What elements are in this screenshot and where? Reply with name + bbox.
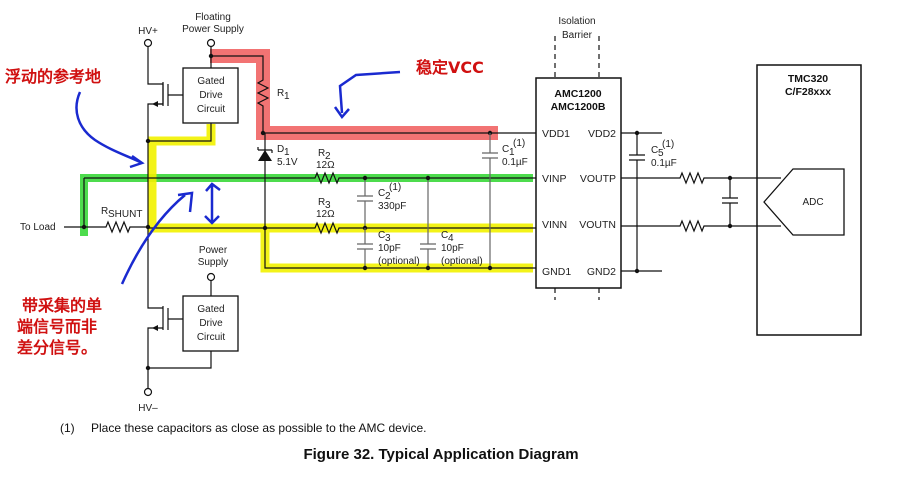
mcu-name-1: TMC320: [788, 73, 828, 85]
floating-supply-label-1: Floating: [195, 12, 231, 23]
gated-drive-circuit-bottom: Gated Drive Circuit: [182, 295, 239, 352]
rshunt-subscript: SHUNT: [108, 209, 142, 220]
pin-vinp: VINP: [542, 173, 567, 185]
rshunt-resistor: R SHUNT: [64, 206, 151, 234]
pin-gnd2: GND2: [587, 266, 616, 278]
drive-label: Drive: [199, 318, 223, 329]
c2-subscript: 2: [385, 191, 391, 202]
pin-voutn: VOUTN: [579, 219, 616, 231]
floating-supply-label-2: Power Supply: [182, 24, 244, 35]
r1-resistor: R 1: [208, 53, 290, 133]
c3-value: 10pF: [378, 243, 401, 254]
c4-value: 10pF: [441, 243, 464, 254]
gated-drive-circuit-top: Gated Drive Circuit: [182, 67, 239, 124]
c1-value: 0.1µF: [502, 157, 528, 168]
single-ended-annotation-3: 差分信号。: [17, 338, 97, 357]
hv-plus-label: HV+: [138, 26, 158, 37]
annotation-arrow-vcc: [338, 70, 401, 114]
pin-vdd2: VDD2: [588, 128, 616, 140]
c4-subscript: 4: [448, 233, 454, 244]
d1-value: 5.1V: [277, 157, 298, 168]
r3-value: 12Ω: [316, 209, 335, 220]
c3-subscript: 3: [385, 233, 391, 244]
c1-superscript: (1): [513, 138, 525, 149]
pin-vinn: VINN: [542, 219, 567, 231]
circuit-label: Circuit: [197, 332, 226, 343]
c2-superscript: (1): [389, 182, 401, 193]
r1-subscript: 1: [284, 91, 290, 102]
hv-plus-terminal: HV+: [138, 26, 158, 48]
r2-label: R: [318, 148, 325, 159]
stable-vcc-annotation: 稳定VCC: [416, 58, 484, 77]
isolation-barrier: Isolation Barrier: [554, 16, 600, 300]
d1-zener-diode: D 1 5.1V: [257, 133, 298, 228]
output-filter: [621, 171, 781, 233]
circuit-label: Circuit: [197, 104, 226, 115]
gated-label: Gated: [197, 76, 224, 87]
c5-superscript: (1): [662, 139, 674, 150]
c4-note: (optional): [441, 256, 483, 267]
c3-note: (optional): [378, 256, 420, 267]
c1-capacitor: C 1 (1) 0.1µF: [482, 133, 528, 271]
hv-minus-terminal: HV–: [138, 387, 158, 414]
pin-vdd1: VDD1: [542, 128, 570, 140]
c2-value: 330pF: [378, 201, 406, 212]
annotation-arrow-floating: [75, 91, 141, 164]
r2-subscript: 2: [325, 151, 331, 162]
amc1200-chip: AMC1200 AMC1200B VDD1 VINP VINN GND1 VDD…: [535, 77, 622, 289]
c5-label: C: [651, 145, 658, 156]
c3-capacitor: C 3 10pF (optional): [357, 228, 420, 271]
r3-resistor: R 3 12Ω: [148, 197, 536, 235]
footnote-marker: (1): [60, 421, 75, 435]
single-ended-annotation-1: 带采集的单: [22, 296, 102, 315]
c5-value: 0.1µF: [651, 158, 677, 169]
mcu-name-2: C/F28xxx: [785, 86, 831, 98]
tmc320-mcu: TMC320 C/F28xxx: [756, 64, 862, 336]
c3-label: C: [378, 230, 385, 241]
power-supply-terminal: Power Supply: [198, 245, 229, 282]
top-mosfet: [147, 47, 183, 228]
amc-name-1: AMC1200: [554, 88, 601, 100]
r3-label: R: [318, 197, 325, 208]
c2-capacitor: C 2 (1) 330pF: [357, 175, 406, 231]
bottom-mosfet: [147, 228, 183, 388]
r2-resistor: R 2 12Ω: [84, 148, 536, 185]
pin-voutp: VOUTP: [580, 173, 616, 185]
d1-label: D: [277, 144, 284, 155]
figure-caption: Figure 32. Typical Application Diagram: [303, 446, 578, 463]
isolation-label-1: Isolation: [558, 16, 595, 27]
footnote-text: Place these capacitors as close as possi…: [91, 421, 427, 435]
to-load-label: To Load: [20, 222, 56, 233]
power-supply-label-1: Power: [199, 245, 228, 256]
amc-name-2: AMC1200B: [551, 101, 606, 113]
r1-label: R: [277, 88, 284, 99]
hv-minus-label: HV–: [138, 403, 158, 414]
c5-subscript: 5: [658, 148, 664, 159]
c4-label: C: [441, 230, 448, 241]
floating-reference-annotation: 浮动的参考地: [5, 67, 101, 86]
floating-supply-terminal: Floating Power Supply: [182, 12, 244, 48]
adc-label: ADC: [802, 197, 823, 208]
adc-block: ADC: [763, 168, 845, 236]
r2-value: 12Ω: [316, 160, 335, 171]
c2-label: C: [378, 188, 385, 199]
rshunt-label: R: [101, 206, 108, 217]
power-supply-label-2: Supply: [198, 257, 229, 268]
c1-label: C: [502, 144, 509, 155]
drive-label: Drive: [199, 90, 223, 101]
single-ended-annotation-2: 端信号而非: [17, 317, 97, 336]
c1-subscript: 1: [509, 147, 515, 158]
differential-arrow: [204, 182, 221, 225]
gated-label: Gated: [197, 304, 224, 315]
annotation-arrow-single-ended: [120, 194, 186, 285]
r3-subscript: 3: [325, 200, 331, 211]
c4-capacitor: C 4 10pF (optional): [420, 175, 483, 271]
c5-capacitor: C 5 (1) 0.1µF: [629, 130, 677, 274]
pin-gnd1: GND1: [542, 266, 571, 278]
isolation-label-2: Barrier: [562, 30, 593, 41]
d1-subscript: 1: [284, 147, 290, 158]
